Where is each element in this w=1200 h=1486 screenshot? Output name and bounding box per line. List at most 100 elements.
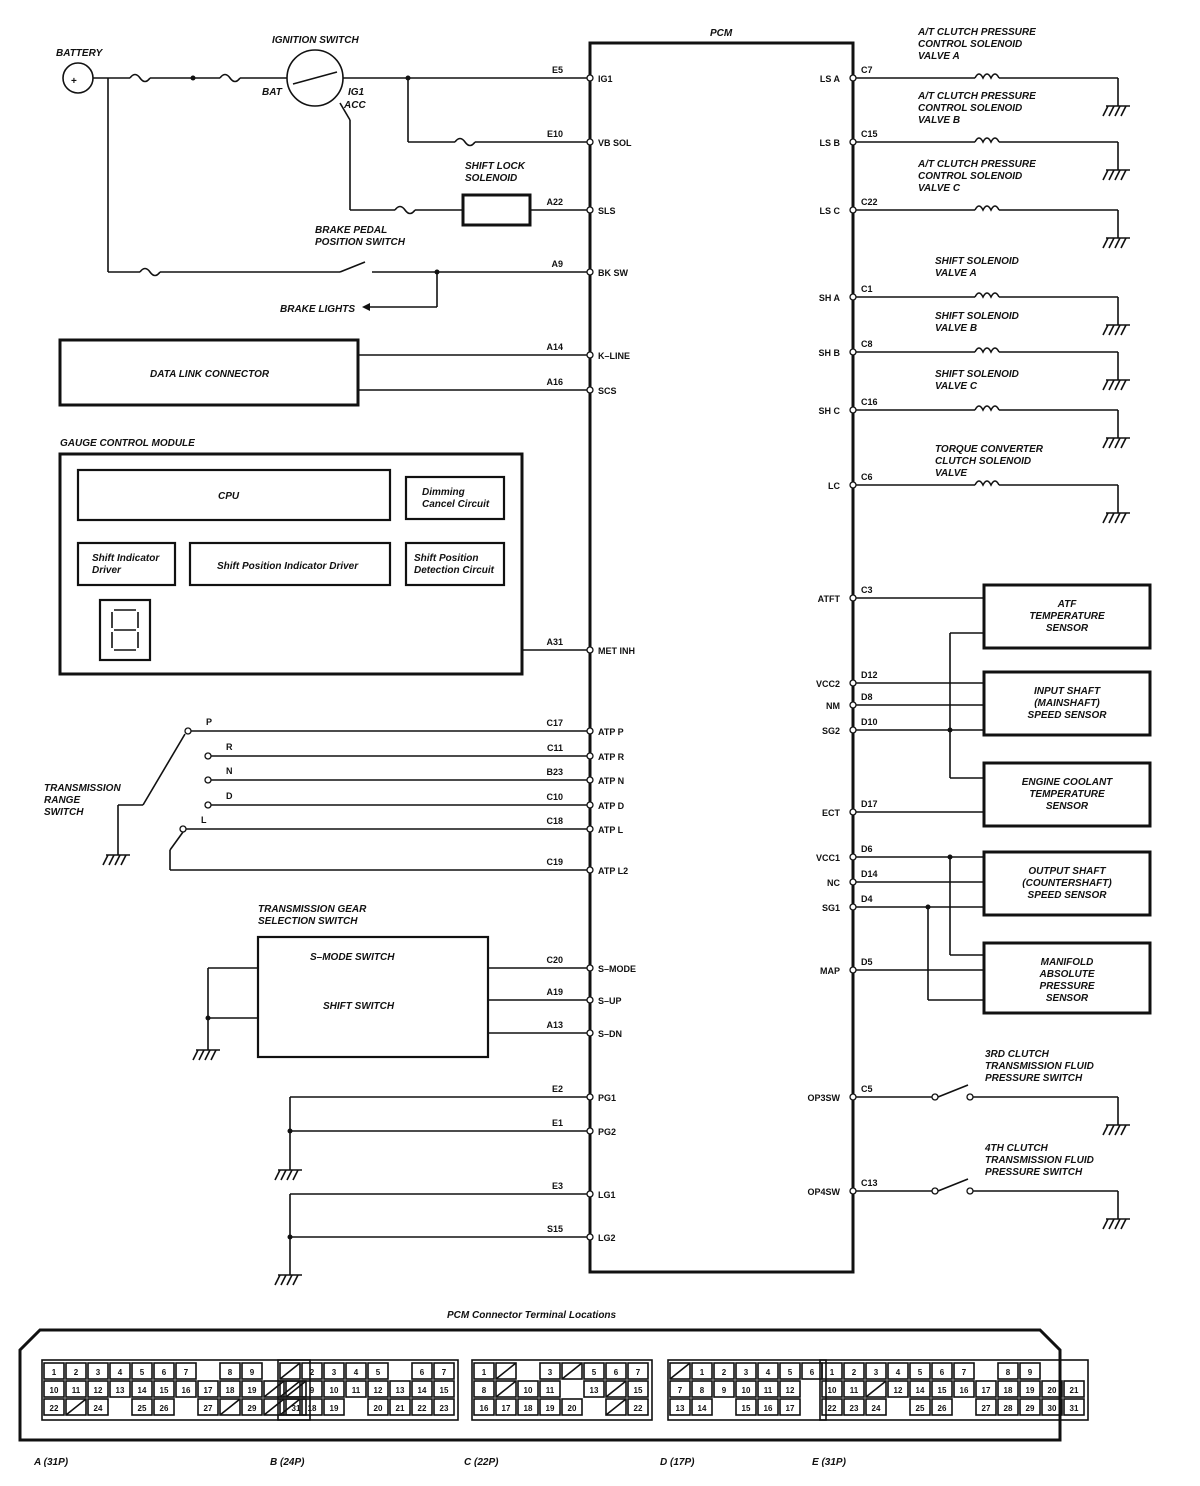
connector-frame bbox=[277, 1359, 459, 1421]
connector-cell bbox=[583, 1380, 605, 1398]
connector-cell bbox=[131, 1380, 153, 1398]
shift-position-driver bbox=[188, 541, 392, 587]
range-position-label: P bbox=[206, 717, 212, 727]
left-pin-id: E2 bbox=[552, 1084, 563, 1094]
connector-cell bbox=[153, 1398, 175, 1416]
connector-cell bbox=[473, 1362, 495, 1380]
connector-cell-number: 3 bbox=[548, 1368, 553, 1377]
connector-cell bbox=[279, 1362, 301, 1380]
terminal-point bbox=[586, 268, 594, 276]
connector-cell-number: 18 bbox=[524, 1404, 533, 1413]
connector-cell-number: 1 bbox=[52, 1368, 57, 1377]
connector-cell-number: 3 bbox=[744, 1368, 749, 1377]
connector-cell bbox=[495, 1398, 517, 1416]
terminal-point bbox=[586, 646, 594, 654]
right-pin-id: C8 bbox=[861, 339, 873, 349]
terminal-point bbox=[586, 825, 594, 833]
terminal-point bbox=[586, 1127, 594, 1135]
connector-cell bbox=[301, 1362, 323, 1380]
ground-hatch bbox=[1108, 437, 1115, 449]
connector-cell-number: 10 bbox=[742, 1386, 751, 1395]
coil-symbol bbox=[974, 347, 1000, 354]
connector-cell bbox=[109, 1380, 131, 1398]
left-pin-name: ATP L2 bbox=[598, 866, 628, 876]
connector-cell bbox=[175, 1362, 197, 1380]
ground-hatch bbox=[192, 1049, 199, 1061]
right-pin-id: D6 bbox=[861, 844, 873, 854]
connector-cell bbox=[909, 1380, 931, 1398]
connector-cell bbox=[345, 1362, 367, 1380]
terminal-point bbox=[184, 727, 192, 735]
fuse bbox=[219, 73, 241, 83]
left-pin-id: S15 bbox=[547, 1224, 563, 1234]
left-pin-id: C10 bbox=[546, 792, 563, 802]
right-pin-id: D8 bbox=[861, 692, 873, 702]
connector-cell bbox=[583, 1362, 605, 1380]
left-pin-name: ATP D bbox=[598, 801, 625, 811]
right-pin-name: LS B bbox=[819, 138, 840, 148]
connector-cell bbox=[931, 1398, 953, 1416]
connector-cell bbox=[909, 1362, 931, 1380]
connector-cell-number: 30 bbox=[1048, 1404, 1057, 1413]
right-pin-name: SG2 bbox=[822, 726, 840, 736]
left-pin-name: SLS bbox=[598, 206, 616, 216]
connector-cell bbox=[539, 1380, 561, 1398]
ground-hatch bbox=[1102, 169, 1109, 181]
connector-cell bbox=[931, 1380, 953, 1398]
connector-cell bbox=[1041, 1398, 1063, 1416]
ground-hatch bbox=[198, 1049, 205, 1061]
terminal-point bbox=[586, 996, 594, 1004]
connector-cell bbox=[821, 1380, 843, 1398]
terminal-point bbox=[849, 808, 857, 816]
connector-cell-number: 5 bbox=[592, 1368, 597, 1377]
connector-cell-number: 20 bbox=[568, 1404, 577, 1413]
terminal-point bbox=[849, 481, 857, 489]
sensor-box bbox=[982, 850, 1152, 917]
connector-cell-number: 8 bbox=[482, 1386, 487, 1395]
ground-hatch bbox=[274, 1274, 281, 1286]
connector-cell-number: 25 bbox=[916, 1404, 925, 1413]
range-position-label: L bbox=[201, 815, 207, 825]
terminal-point bbox=[586, 1093, 594, 1101]
terminal-point bbox=[849, 594, 857, 602]
fuse bbox=[129, 73, 151, 83]
static-wiring bbox=[93, 73, 1130, 1286]
connector-frame bbox=[667, 1359, 827, 1421]
connector-cell-number: 6 bbox=[162, 1368, 167, 1377]
left-pin-name: LG2 bbox=[598, 1233, 616, 1243]
connector-cell-number: 15 bbox=[742, 1404, 751, 1413]
connector-cell-number: 2 bbox=[852, 1368, 857, 1377]
connector-cell bbox=[301, 1380, 323, 1398]
left-pin-id: E5 bbox=[552, 65, 563, 75]
left-pin-name: K–LINE bbox=[598, 351, 630, 361]
connector-cell-number: 29 bbox=[1026, 1404, 1035, 1413]
connector-cell bbox=[473, 1380, 495, 1398]
smode-switch-label: S–MODE SWITCH bbox=[310, 952, 395, 963]
connector-cell-number: 14 bbox=[418, 1386, 427, 1395]
sensor-box bbox=[982, 583, 1152, 650]
ground-hatch bbox=[1102, 512, 1109, 524]
connector-cell bbox=[997, 1380, 1019, 1398]
connector-cell-number: 18 bbox=[1004, 1386, 1013, 1395]
connector-cell bbox=[757, 1398, 779, 1416]
left-pin-id: E1 bbox=[552, 1118, 563, 1128]
connector-cell-number: 19 bbox=[330, 1404, 339, 1413]
connector-cell bbox=[691, 1380, 713, 1398]
left-pin-name: BK SW bbox=[598, 268, 629, 278]
right-pin-name: OP3SW bbox=[807, 1093, 840, 1103]
ground-hatch bbox=[280, 1274, 287, 1286]
connector-title: PCM Connector Terminal Locations bbox=[447, 1310, 617, 1321]
connector-cell bbox=[887, 1380, 909, 1398]
connector-cell bbox=[279, 1380, 301, 1398]
connector-cell-number: 8 bbox=[700, 1386, 705, 1395]
connector-cell-number: 5 bbox=[140, 1368, 145, 1377]
connector-cell-number: 1 bbox=[482, 1368, 487, 1377]
terminal-point bbox=[586, 1190, 594, 1198]
